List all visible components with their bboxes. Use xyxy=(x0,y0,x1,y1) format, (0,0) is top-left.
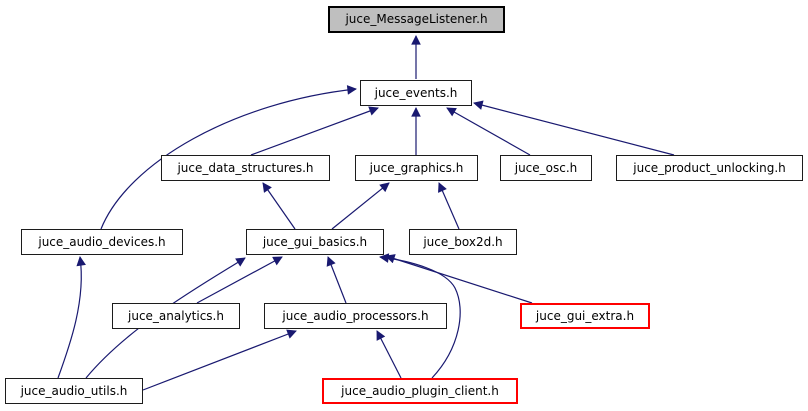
node-juce-graphics[interactable]: juce_graphics.h xyxy=(355,155,478,181)
node-juce-audio-processors[interactable]: juce_audio_processors.h xyxy=(264,303,447,329)
edge-juce_data_structures-to-juce_events xyxy=(250,106,379,156)
node-juce-events[interactable]: juce_events.h xyxy=(360,80,472,106)
edge-juce_audio_plugin_client-to-juce_audio_processors xyxy=(376,330,402,379)
edge-juce_audio_devices-to-juce_events xyxy=(100,85,357,230)
edge-juce_audio_processors-to-juce_gui_basics xyxy=(326,256,347,304)
edge-juce_product_unlocking-to-juce_events xyxy=(473,100,675,156)
edge-juce_gui_extra-to-juce_gui_basics xyxy=(385,254,533,304)
node-juce-audio-plugin-client[interactable]: juce_audio_plugin_client.h xyxy=(322,378,518,404)
edge-juce_audio_plugin_client-to-juce_gui_basics xyxy=(379,253,461,379)
node-juce-audio-devices[interactable]: juce_audio_devices.h xyxy=(21,229,183,255)
node-juce-product-unlocking[interactable]: juce_product_unlocking.h xyxy=(616,155,803,181)
edge-juce_audio_utils-to-juce_audio_processors xyxy=(142,329,297,391)
node-juce-audio-utils[interactable]: juce_audio_utils.h xyxy=(5,378,143,404)
node-juce-osc[interactable]: juce_osc.h xyxy=(500,155,592,181)
node-juce-data-structures[interactable]: juce_data_structures.h xyxy=(161,155,330,181)
node-juce-box2d[interactable]: juce_box2d.h xyxy=(409,229,517,255)
node-juce-messagelistener[interactable]: juce_MessageListener.h xyxy=(328,6,505,33)
edge-juce_box2d-to-juce_graphics xyxy=(438,182,460,230)
edge-juce_audio_utils-to-juce_audio_devices xyxy=(57,256,86,379)
node-juce-analytics[interactable]: juce_analytics.h xyxy=(112,303,240,329)
edge-juce_gui_basics-to-juce_graphics xyxy=(331,182,390,230)
node-juce-gui-extra[interactable]: juce_gui_extra.h xyxy=(520,303,650,329)
node-juce-gui-basics[interactable]: juce_gui_basics.h xyxy=(246,229,384,255)
edge-juce_analytics-to-juce_gui_basics xyxy=(196,256,283,304)
edge-juce_gui_basics-to-juce_data_structures xyxy=(262,182,296,230)
edge-juce_osc-to-juce_events xyxy=(446,107,531,156)
